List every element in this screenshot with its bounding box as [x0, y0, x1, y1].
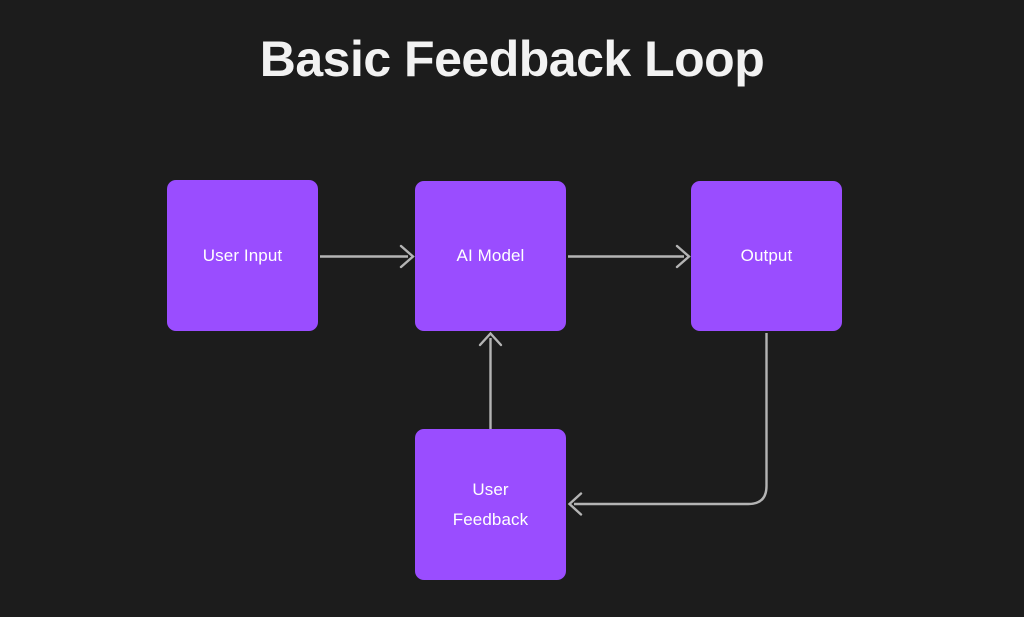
edge-output-to-user-feedback	[567, 333, 768, 516]
node-user-feedback-label: User Feedback	[452, 479, 529, 529]
node-output[interactable]: Output	[691, 181, 842, 331]
page-title: Basic Feedback Loop	[259, 31, 765, 87]
edge-user-input-to-ai-model	[320, 244, 415, 269]
node-user-input-label: User Input	[202, 245, 283, 265]
node-user-feedback[interactable]: User Feedback	[415, 429, 566, 580]
edge-ai-model-to-output	[568, 244, 691, 269]
node-user-input[interactable]: User Input	[167, 180, 318, 331]
node-output-label: Output	[740, 246, 793, 265]
edge-user-feedback-to-ai-model	[478, 331, 503, 429]
node-ai-model-label: AI Model	[456, 246, 525, 265]
node-ai-model[interactable]: AI Model	[415, 181, 566, 331]
